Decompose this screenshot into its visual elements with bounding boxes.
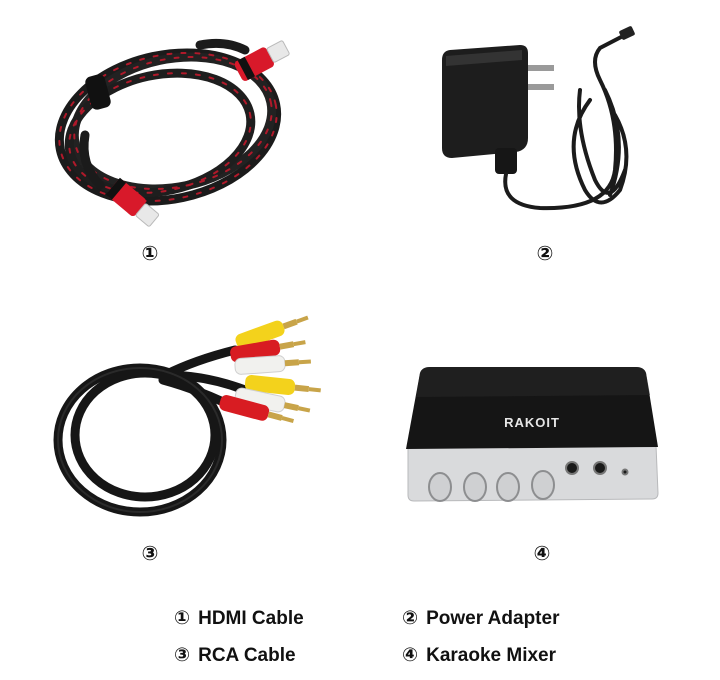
item-number-3: ③ bbox=[141, 541, 159, 565]
legend-label: Power Adapter bbox=[426, 608, 560, 629]
rca-cable-icon bbox=[53, 315, 321, 517]
rca-cable-panel bbox=[45, 310, 355, 530]
legend-label: RCA Cable bbox=[198, 645, 296, 666]
legend-item-1: ① HDMI Cable bbox=[174, 607, 304, 629]
mixer-brand-logo: RAKOIT bbox=[504, 415, 560, 430]
hdmi-cable-panel bbox=[40, 15, 320, 235]
legend-item-4: ④ Karaoke Mixer bbox=[402, 644, 556, 666]
hdmi-cable-icon bbox=[54, 38, 290, 227]
item-number-2: ② bbox=[536, 241, 554, 265]
item-number-1: ① bbox=[141, 241, 159, 265]
legend-number: ② bbox=[402, 607, 419, 629]
legend-item-2: ② Power Adapter bbox=[402, 607, 560, 629]
legend-label: Karaoke Mixer bbox=[426, 645, 556, 666]
legend-number: ④ bbox=[402, 644, 419, 666]
karaoke-mixer-icon: RAKOIT bbox=[406, 367, 659, 502]
power-adapter-panel bbox=[410, 20, 670, 230]
legend-label: HDMI Cable bbox=[198, 608, 304, 629]
power-adapter-icon bbox=[442, 26, 635, 211]
item-number-4: ④ bbox=[533, 541, 551, 565]
legend-number: ③ bbox=[174, 644, 191, 666]
legend-item-3: ③ RCA Cable bbox=[174, 644, 296, 666]
karaoke-mixer-panel: RAKOIT bbox=[400, 365, 670, 515]
legend-number: ① bbox=[174, 607, 191, 629]
